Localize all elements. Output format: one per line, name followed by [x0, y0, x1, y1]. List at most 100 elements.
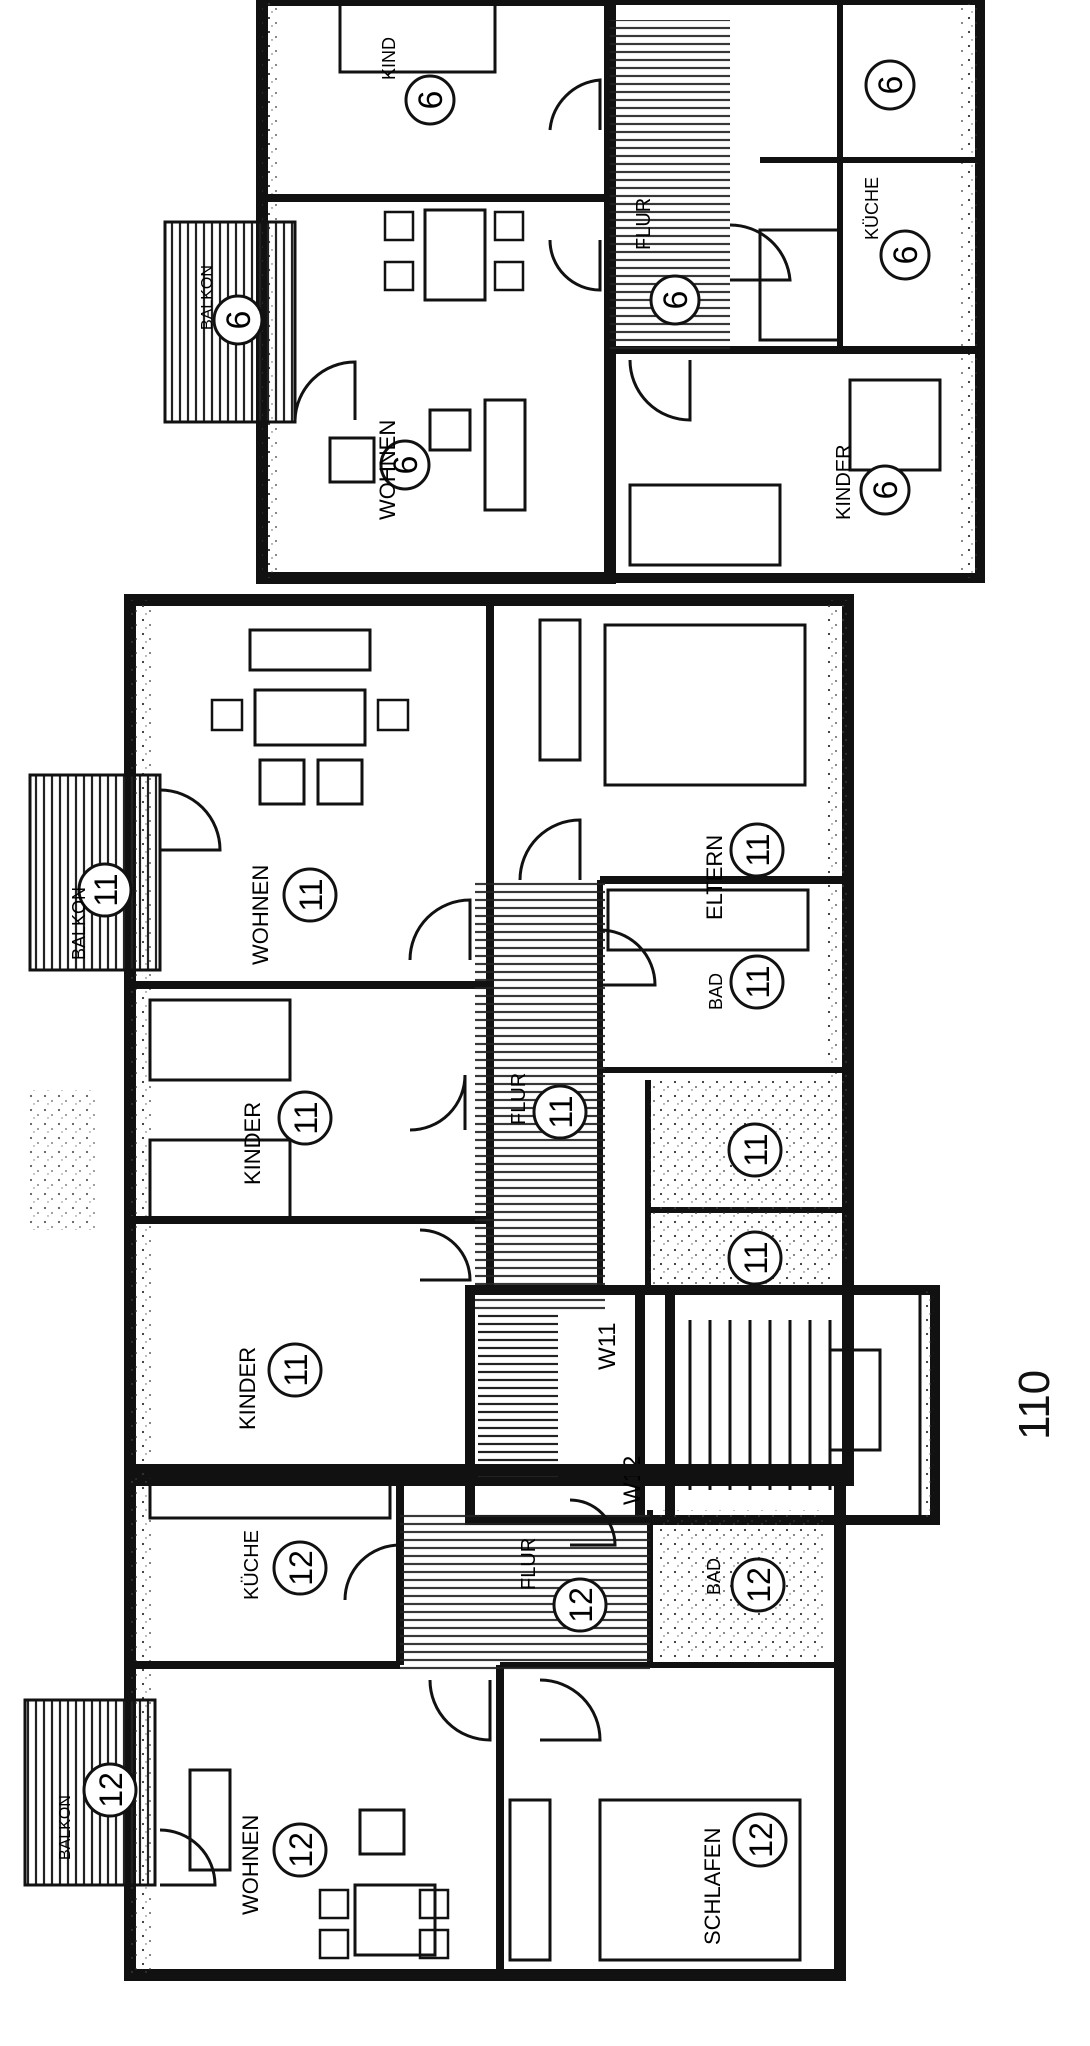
door-swing — [408, 898, 472, 961]
door-swing — [428, 1679, 492, 1742]
door-swing — [548, 78, 602, 131]
chair — [493, 260, 525, 292]
svg-text:6: 6 — [657, 291, 695, 310]
room-marker: 11 — [727, 1230, 783, 1286]
room-marker: 11 — [267, 1342, 323, 1398]
building-number: 110 — [1010, 1369, 1059, 1440]
room-label: KÜCHE — [862, 177, 882, 240]
stair-label: W11 — [594, 1322, 621, 1370]
landing — [828, 1348, 882, 1452]
room-marker: 6 — [404, 74, 456, 126]
svg-text:12: 12 — [563, 1587, 599, 1623]
room-label: KÜCHE — [241, 1530, 263, 1600]
table — [253, 688, 367, 747]
door-swing — [729, 223, 792, 282]
speckled-wall — [826, 600, 848, 1260]
door-swing — [343, 1543, 402, 1601]
svg-text:11: 11 — [293, 878, 329, 911]
room-marker: 11 — [729, 954, 785, 1010]
room-label: BALKON — [69, 887, 89, 960]
counter — [758, 228, 842, 342]
armchair — [258, 758, 306, 806]
room-marker: 12 — [272, 1822, 328, 1878]
room-label: FLUR — [508, 1073, 530, 1125]
print-noise — [30, 1090, 100, 1230]
room-marker: 11 — [727, 1122, 783, 1178]
svg-text:6: 6 — [887, 246, 925, 265]
room-marker: 6 — [879, 229, 931, 281]
stair-run — [478, 1310, 558, 1480]
svg-text:6: 6 — [412, 91, 450, 110]
room-label: KINDER — [833, 444, 855, 520]
door-swing — [518, 818, 582, 881]
room-marker: 11 — [277, 1090, 333, 1146]
room-marker: 12 — [732, 1812, 788, 1868]
stairwell: W11 W12 — [465, 1285, 940, 1525]
room-label: BAD — [706, 973, 726, 1010]
stair-treads — [688, 1320, 832, 1490]
room-label: SCHLAFEN — [700, 1828, 725, 1945]
room-label: BALKON — [199, 265, 216, 330]
wardrobe — [508, 1798, 552, 1962]
wall — [918, 1288, 937, 1522]
room-label: BALKON — [57, 1795, 74, 1860]
sofa — [248, 628, 372, 672]
door-swing — [548, 239, 602, 292]
svg-text:12: 12 — [93, 1772, 129, 1808]
svg-text:12: 12 — [741, 1567, 777, 1603]
door-swing — [159, 788, 222, 852]
bathtub — [606, 888, 810, 952]
bed — [603, 623, 807, 787]
svg-text:12: 12 — [283, 1550, 319, 1586]
room-label: KINDER — [240, 1102, 265, 1185]
bed — [598, 1798, 802, 1962]
door-swing — [569, 1498, 617, 1547]
room-marker: 12 — [272, 1540, 328, 1596]
svg-text:12: 12 — [743, 1822, 779, 1858]
armchair — [316, 758, 364, 806]
door-swing — [539, 1678, 602, 1742]
room-marker: 12 — [82, 1762, 138, 1818]
room-label: KIND — [379, 37, 399, 80]
room-marker: 6 — [864, 59, 916, 111]
room-label: FLUR — [633, 198, 655, 250]
armchair — [328, 436, 376, 484]
sofa — [483, 398, 527, 512]
chair — [493, 210, 525, 242]
armchair — [428, 408, 472, 452]
svg-text:6: 6 — [220, 311, 258, 330]
wardrobe — [538, 618, 582, 762]
svg-text:11: 11 — [88, 873, 124, 906]
table — [423, 208, 487, 302]
room-label: WOHNEN — [238, 1815, 263, 1915]
flur-hatch — [400, 1510, 650, 1670]
svg-text:6: 6 — [872, 76, 910, 95]
room-marker: 12 — [730, 1557, 786, 1613]
svg-text:11: 11 — [738, 1133, 774, 1166]
room-marker: 11 — [77, 862, 133, 918]
desk — [848, 378, 942, 472]
door-swing — [419, 1228, 472, 1282]
bed — [338, 0, 497, 74]
bed — [148, 1138, 292, 1222]
svg-text:11: 11 — [738, 1241, 774, 1274]
chair — [376, 698, 410, 732]
chair — [383, 260, 415, 292]
room-label: ELTERN — [702, 835, 727, 920]
room-label: FLUR — [518, 1538, 540, 1590]
svg-text:11: 11 — [278, 1353, 314, 1386]
sofa — [188, 1768, 232, 1872]
bed — [628, 483, 782, 567]
unit-11: 11 11 11 11 11 11 11 11 11 BALKON WOHNEN… — [28, 594, 854, 1486]
room-marker: 6 — [859, 464, 911, 516]
room-marker: 11 — [532, 1084, 588, 1140]
svg-text:6: 6 — [387, 456, 425, 475]
chair — [318, 1888, 350, 1920]
room-label: WOHNEN — [375, 420, 400, 520]
chair — [383, 210, 415, 242]
bed — [148, 998, 292, 1082]
table — [353, 1883, 437, 1957]
svg-text:6: 6 — [867, 481, 905, 500]
unit-6: 6 6 6 6 6 6 6 WOHNEN KINDER FLUR KÜCHE B… — [163, 0, 985, 584]
room-marker: 6 — [379, 439, 431, 491]
